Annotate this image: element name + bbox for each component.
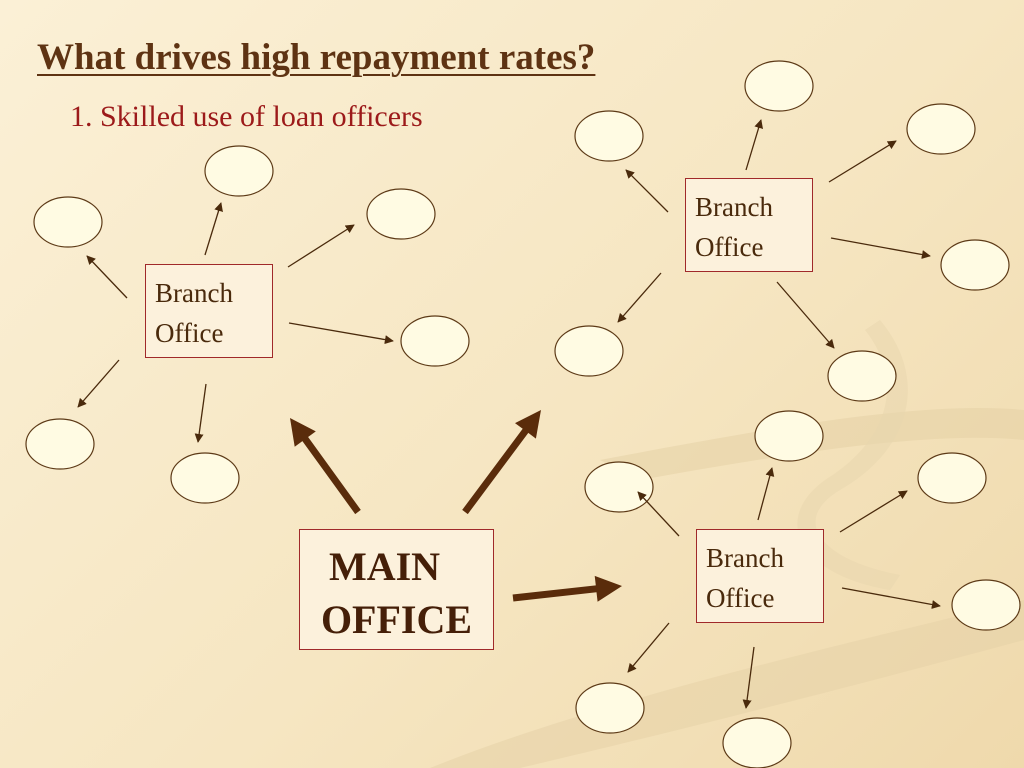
branch-office-label-line1: Branch [695,192,773,222]
field-node-5 [170,452,240,504]
field-node-4 [400,315,470,367]
branch-to-node-arrow-10 [830,237,931,259]
field-node-1 [33,196,103,248]
branch-office-box-top-right: Branch Office [685,178,813,272]
field-node-16 [951,579,1021,631]
slide-title: What drives high repayment rates? [37,37,596,78]
branch-office-box-bottom-right: Branch Office [696,529,824,623]
branch-to-node-arrow-1 [86,255,128,299]
field-node-11 [827,350,897,402]
branch-to-node-arrow-9 [828,140,897,183]
branch-office-label-line2: Office [706,583,775,613]
branch-to-node-arrow-17 [627,622,670,673]
field-node-18 [722,717,792,768]
slide-subtitle: 1. Skilled use of loan officers [70,100,423,133]
branch-to-node-arrow-15 [839,490,908,533]
branch-office-label-line1: Branch [706,543,784,573]
branch-to-node-arrow-14 [757,467,775,521]
branch-to-node-arrow-3 [287,224,355,268]
field-node-12 [554,325,624,377]
branch-office-box-left: Branch Office [145,264,273,358]
branch-to-node-arrow-12 [617,272,662,323]
field-node-7 [574,110,644,162]
branch-to-node-arrow-4 [288,322,394,345]
main-office-label-line2: OFFICE [320,597,473,642]
branch-to-node-arrow-18 [742,646,755,709]
branch-to-node-arrow-2 [204,202,223,256]
main-to-left-branch-arrow [290,418,361,515]
branch-to-node-arrow-13 [637,491,680,537]
branch-to-node-arrow-11 [776,281,835,349]
branch-office-label-line1: Branch [155,278,233,308]
branch-to-node-arrow-7 [625,169,669,213]
main-office-box: MAIN OFFICE [299,529,494,650]
field-node-6 [25,418,95,470]
field-node-8 [744,60,814,112]
main-office-label-line1: MAIN [328,544,441,589]
branch-office-label-line2: Office [695,232,764,262]
branch-to-node-arrow-5 [194,383,207,443]
field-node-13 [584,461,654,513]
branch-to-node-arrow-6 [77,359,120,408]
main-to-top-right-branch-arrow [462,410,541,515]
field-node-15 [917,452,987,504]
field-node-9 [906,103,976,155]
field-node-17 [575,682,645,734]
branch-to-node-arrow-8 [745,119,763,171]
main-to-bottom-right-branch-arrow [512,575,622,602]
branch-to-node-arrow-16 [841,587,941,609]
branch-office-label-line2: Office [155,318,224,348]
field-node-3 [366,188,436,240]
field-node-14 [754,410,824,462]
field-node-10 [940,239,1010,291]
field-node-2 [204,145,274,197]
